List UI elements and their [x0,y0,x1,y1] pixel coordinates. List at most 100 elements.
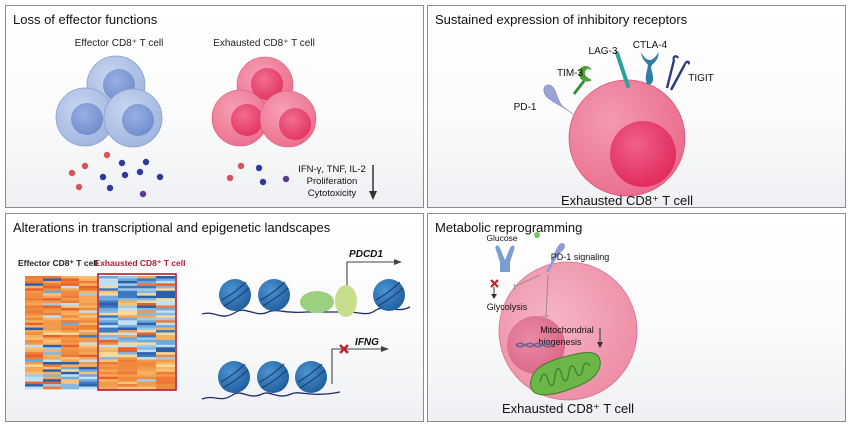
heatmap-cell [137,359,156,363]
heatmap-cell [118,379,137,382]
heatmap-cell [79,347,97,350]
ctla4-receptor-icon [641,52,659,85]
heatmap-cell [25,349,43,353]
heatmap-cell [25,290,43,294]
heatmap-cell [79,371,97,375]
heatmap-cell [79,386,97,390]
heatmap-cell [25,310,43,314]
heatmap-cell [43,332,61,336]
heatmap-cell [137,315,156,319]
heatmap-cell [118,366,137,370]
heatmap-cell [43,298,61,301]
heatmap-cell [79,334,97,338]
pd1-signaling-label: PD-1 signaling [551,252,610,262]
panel-loss-of-effector-functions: Loss of effector functions Effector CD8⁺… [5,5,424,208]
heatmap-cell [156,298,175,301]
heatmap-cell [79,369,97,373]
ctla4-label: CTLA-4 [633,40,668,51]
heatmap-cell [99,332,118,336]
heatmap-cell [79,337,97,341]
heatmap-cell [156,285,175,289]
panel-inhibitory-receptors: Sustained expression of inhibitory recep… [427,5,846,208]
heatmap-cell [79,288,97,292]
heatmap-cell [99,364,118,368]
heatmap-cell [137,276,156,279]
heatmap-cell [43,339,61,343]
heatmap-cell [156,325,175,328]
heatmap-cell [43,347,61,350]
heatmap-cell [156,344,175,348]
heatmap-cell [118,325,137,328]
heatmap-cell [79,344,97,348]
heatmap-cell [79,315,97,319]
nucleus [507,316,565,374]
heatmap-cell [43,384,61,387]
heatmap-cell [43,381,61,385]
heatmap-cell [61,295,79,299]
heatmap-cell [118,334,137,338]
heatmap-cell [137,354,156,358]
heatmap-cell [156,381,175,385]
panel-title: Metabolic reprogramming [435,220,583,235]
heatmap-cell [137,347,156,350]
heatmap-cell [118,330,137,333]
heatmap-cell [118,332,137,336]
heatmap-cell [99,295,118,299]
heatmap-cell [25,327,43,331]
heatmap-cell [43,364,61,368]
heatmap-cell [156,332,175,336]
heatmap-cell [156,342,175,346]
heatmap-cell [156,305,175,309]
heatmap-cell [61,327,79,331]
heatmap-cell [25,303,43,306]
heatmap-cell [61,332,79,336]
heatmap-cell [25,288,43,292]
heatmap-cell [25,337,43,341]
heatmap-cell [61,334,79,338]
heatmap-cell [25,295,43,299]
heatmap-cell [61,312,79,316]
heatmap-cell [43,310,61,314]
heatmap-cell [99,357,118,360]
heatmap-cell [137,342,156,346]
heatmap-cell [99,300,118,304]
heatmap-cell [61,374,79,378]
heatmap-cell [156,303,175,306]
heatmap-cell [43,374,61,378]
heatmap-cell [43,359,61,363]
heatmap-cell [61,315,79,319]
heatmap-cell [99,342,118,346]
heatmap-cell [79,361,97,365]
panel-transcriptional-epigenetic: Alterations in transcriptional and epige… [5,213,424,422]
pd1-label: PD-1 [514,102,537,113]
heatmap-cell [137,339,156,343]
panel-title: Alterations in transcriptional and epige… [13,220,331,235]
heatmap-cell [79,278,97,282]
lag3-label: LAG-3 [589,46,618,57]
heatmap-cell [99,337,118,341]
heatmap-cell [79,374,97,378]
heatmap-cell [43,312,61,316]
heatmap-cell [43,276,61,279]
glycolysis-label: Glycolysis [487,302,528,312]
heatmap-cell [25,317,43,321]
effector-cell-label: Effector CD8⁺ T cell [75,38,164,49]
heatmap-cell [25,376,43,380]
heatmap-cell [79,310,97,314]
heatmap-cell [25,342,43,346]
heatmap-cell [25,330,43,333]
heatmap-cell [137,288,156,292]
heatmap-cell [156,376,175,380]
readout-cytotoxicity: Cytotoxicity [308,188,357,199]
heatmap-cell [79,276,97,279]
heatmap-cell [61,371,79,375]
heatmap-cell [61,344,79,348]
blocked-x-icon [490,279,499,288]
heatmap-cell [61,290,79,294]
heatmap-cell [25,315,43,319]
gene-pdcd1-label: PDCD1 [349,249,383,260]
heatmap-cell [79,322,97,326]
heatmap-cell [79,364,97,368]
heatmap-cell [43,300,61,304]
heatmap-cell [137,300,156,304]
